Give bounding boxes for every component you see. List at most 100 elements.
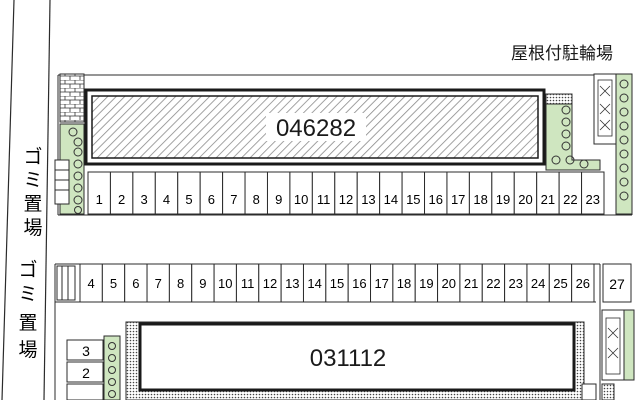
parking-stall-20: 20 <box>513 171 538 215</box>
stall-number: 18 <box>473 192 487 207</box>
garbage-label-south-char: 場 <box>18 339 37 361</box>
stall-number: 13 <box>285 276 299 291</box>
garbage-area-north <box>54 159 70 205</box>
stall-outline <box>581 171 605 215</box>
stall-number: 26 <box>576 276 590 291</box>
parking-stall-10: 10 <box>289 171 313 215</box>
parking-stall-27: 27 <box>602 263 632 303</box>
parking-stall-21: 21 <box>459 263 483 303</box>
stall-number: 7 <box>230 192 237 207</box>
stall-number: 4 <box>163 192 170 207</box>
parking-stall-12: 12 <box>258 263 282 303</box>
stall-number: 25 <box>553 276 567 291</box>
parking-stall-5: 5 <box>101 263 126 303</box>
stall-number: 1 <box>96 192 103 207</box>
stall-number: 16 <box>429 192 443 207</box>
parking-stall-10: 10 <box>213 263 237 303</box>
stall-number: 16 <box>352 276 366 291</box>
stall-number: 15 <box>406 192 420 207</box>
parking-stall-18: 18 <box>392 263 416 303</box>
stall-number: 3 <box>140 192 147 207</box>
stall-number: 21 <box>464 276 478 291</box>
building-north: 046282 <box>84 88 546 166</box>
garbage-label-south-char: ミ <box>18 283 37 305</box>
stall-number: 7 <box>155 276 162 291</box>
building-south: 031112 <box>125 321 585 400</box>
stall-number: 10 <box>294 192 308 207</box>
stall-number: 21 <box>541 192 555 207</box>
parking-stall-21: 21 <box>536 171 560 215</box>
stall-number: 8 <box>253 192 260 207</box>
stall-number: 14 <box>384 192 398 207</box>
parking-stall-13: 13 <box>280 263 304 303</box>
stall-number: 14 <box>307 276 321 291</box>
stall-number: 6 <box>208 192 215 207</box>
stall-number: 3 <box>82 343 90 359</box>
parking-stall-6: 6 <box>124 263 148 303</box>
parking-stall-23: 23 <box>581 171 605 215</box>
parking-stall-25: 25 <box>548 263 573 303</box>
parking-stall-9: 9 <box>191 263 215 303</box>
parking-stall-7: 7 <box>146 263 170 303</box>
stall-number: 2 <box>82 365 90 381</box>
parking-stall-8: 8 <box>244 171 268 215</box>
parking-stall-11: 11 <box>311 171 336 215</box>
parking-stall-15: 15 <box>401 171 426 215</box>
parking-stall-16: 16 <box>347 263 372 303</box>
brick-wall <box>59 73 85 123</box>
garbage-label-north-char: 置 <box>23 193 42 215</box>
parking-stall-12: 12 <box>334 171 358 215</box>
parking-stall-4: 4 <box>154 171 179 215</box>
stall-number: 10 <box>218 276 232 291</box>
shrub-strip-east <box>545 103 601 171</box>
building-north-label: 046282 <box>276 115 356 142</box>
stall-number: 2 <box>118 192 125 207</box>
bike-parking-label: 屋根付駐輪場 <box>511 44 613 64</box>
stall-number: 17 <box>451 192 465 207</box>
parking-stall-17: 17 <box>446 171 470 215</box>
parking-stall-7: 7 <box>222 171 246 215</box>
parking-stall-2: 2 <box>109 171 134 215</box>
parking-column-southwest: 3 2 <box>66 335 121 400</box>
garbage-area-south <box>56 265 76 301</box>
parking-stall-22: 22 <box>481 263 506 303</box>
road-edges <box>1 0 51 400</box>
parking-stall-8: 8 <box>168 263 193 303</box>
building-south-label: 031112 <box>310 345 387 372</box>
stall-number: 5 <box>185 192 192 207</box>
stall-number: 20 <box>518 192 532 207</box>
bike-parking-shelter <box>593 73 617 145</box>
parking-stall-19: 19 <box>414 263 439 303</box>
stall-outline <box>571 263 595 303</box>
parking-stall-14: 14 <box>302 263 327 303</box>
parking-stall-18: 18 <box>468 171 493 215</box>
stall-number: 22 <box>563 192 577 207</box>
stall-number: 15 <box>330 276 344 291</box>
stall-number: 17 <box>374 276 388 291</box>
garbage-label-north-char: ミ <box>23 169 42 191</box>
parking-stall-4: 4 <box>79 263 103 303</box>
parking-stall-20: 20 <box>437 263 461 303</box>
utility-box <box>545 93 573 105</box>
parking-stall-1: 1 <box>87 171 111 215</box>
stall-number: 9 <box>275 192 282 207</box>
parking-stall-9: 9 <box>266 171 291 215</box>
garbage-label-north-char: 場 <box>23 217 42 239</box>
stall-number: 12 <box>263 276 277 291</box>
parking-stall-17: 17 <box>370 263 394 303</box>
parking-stall-3: 3 <box>132 171 156 215</box>
parking-stall-24: 24 <box>526 263 550 303</box>
stall-number: 23 <box>586 192 600 207</box>
parking-stall-13: 13 <box>356 171 381 215</box>
parking-stall-15: 15 <box>325 263 349 303</box>
stall-number: 23 <box>509 276 523 291</box>
parking-stall-14: 14 <box>379 171 403 215</box>
stall-number: 8 <box>177 276 184 291</box>
garbage-label-north-char: ゴ <box>23 146 42 168</box>
shrub-column-east <box>615 73 633 215</box>
parking-stall-16: 16 <box>424 171 448 215</box>
stall-number: 18 <box>397 276 411 291</box>
stall-number: 13 <box>361 192 375 207</box>
parking-stall-5: 5 <box>177 171 201 215</box>
stall-number: 20 <box>442 276 456 291</box>
